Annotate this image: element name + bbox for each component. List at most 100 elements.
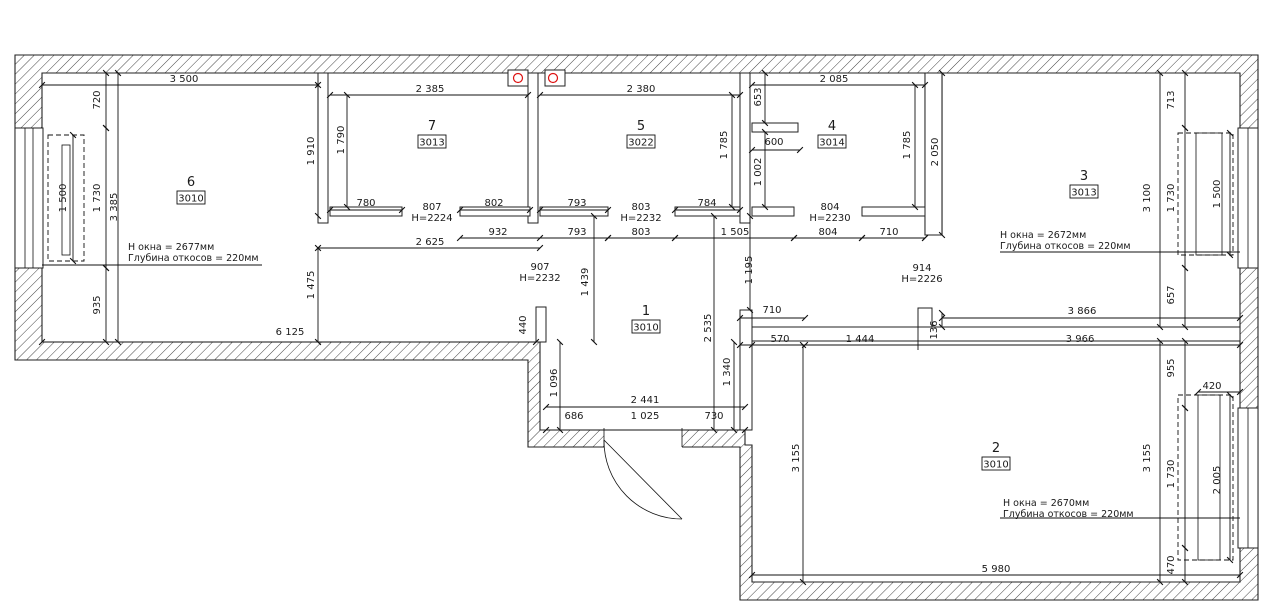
window-sill-3	[1177, 132, 1234, 256]
svg-text:6: 6	[187, 175, 195, 190]
svg-text:H=2232: H=2232	[519, 273, 560, 284]
partition-hall-stub	[535, 306, 547, 343]
dim-label: 1 439	[580, 268, 591, 297]
dim-label: 793	[567, 227, 586, 238]
dim-label: 2 085	[820, 74, 849, 85]
svg-text:H окна = 2670мм: H окна = 2670мм	[1003, 498, 1089, 509]
dim-label: 5 980	[982, 564, 1011, 575]
window-sill-2	[1177, 394, 1234, 561]
dim-label: 2 380	[627, 84, 656, 95]
dim-label: 1 730	[1166, 184, 1177, 213]
svg-text:3010: 3010	[983, 460, 1008, 471]
dim-label: 1 340	[722, 358, 733, 387]
window-note-3: H окна = 2672мм Глубина откосов = 220мм	[1000, 230, 1131, 252]
dim-label: 600	[764, 137, 783, 148]
dim-label: 470	[1166, 555, 1177, 574]
dim-label: 935	[92, 295, 103, 314]
partition-hall-2	[739, 309, 753, 431]
dim-label: 1 475	[306, 271, 317, 300]
dim-label: 1 444	[846, 334, 875, 345]
dim-label: 1 500	[58, 184, 69, 213]
room-label-7: 7 3013	[417, 119, 447, 149]
room-label-2: 2 3010	[981, 441, 1011, 471]
svg-text:H окна = 2672мм: H окна = 2672мм	[1000, 230, 1086, 241]
dim-label: 3 155	[1142, 444, 1153, 473]
dim-label: 793	[567, 198, 586, 209]
door-note-5: 803 H=2232	[620, 202, 661, 224]
dim-label: 713	[1166, 90, 1177, 109]
dim-label: 2 441	[631, 395, 660, 406]
partition-4-shelf	[751, 122, 799, 133]
dim-label: 1 730	[92, 184, 103, 213]
svg-text:H=2224: H=2224	[411, 213, 452, 224]
window-note-6: H окна = 2677мм Глубина откосов = 220мм	[128, 242, 259, 264]
svg-text:3010: 3010	[633, 323, 658, 334]
dim-label: 3 385	[109, 193, 120, 222]
svg-text:1: 1	[642, 304, 650, 319]
dim-label: 3 100	[1142, 184, 1153, 213]
room-label-4: 4 3014	[817, 119, 847, 149]
dim-label: 136	[929, 320, 940, 339]
svg-text:Глубина откосов = 220мм: Глубина откосов = 220мм	[1003, 509, 1134, 520]
dim-label: 1 500	[1212, 180, 1223, 209]
dim-label: 3 500	[170, 74, 199, 85]
dimension-lines	[38, 69, 1244, 586]
svg-text:3014: 3014	[819, 138, 844, 149]
svg-text:Глубина откосов = 220мм: Глубина откосов = 220мм	[128, 253, 259, 264]
dim-label: 440	[518, 315, 529, 334]
dim-label: 955	[1166, 358, 1177, 377]
dim-label: 1 002	[753, 158, 764, 187]
svg-text:914: 914	[912, 263, 931, 274]
dim-label: 1 096	[549, 369, 560, 398]
svg-text:3: 3	[1080, 169, 1088, 184]
dim-label: 3 155	[791, 444, 802, 473]
window-note-2: H окна = 2670мм Глубина откосов = 220мм	[1003, 498, 1134, 520]
svg-text:5: 5	[637, 119, 645, 134]
svg-text:3013: 3013	[1071, 188, 1096, 199]
dim-label: 932	[488, 227, 507, 238]
dim-label: 653	[753, 87, 764, 106]
room-label-6: 6 3010	[176, 175, 206, 205]
dim-label: 780	[356, 198, 375, 209]
partition-4-front-left	[751, 206, 795, 217]
dim-label: 710	[762, 305, 781, 316]
room-label-5: 5 3022	[626, 119, 656, 149]
svg-text:807: 807	[422, 202, 441, 213]
room-label-1: 1 3010	[631, 304, 661, 334]
dim-label: 2 535	[703, 314, 714, 343]
door-note-4: 804 H=2230	[809, 202, 850, 224]
svg-text:2: 2	[992, 441, 1000, 456]
entrance-door-swing	[603, 439, 683, 520]
partition-6-7	[317, 72, 329, 224]
dim-label: 570	[770, 334, 789, 345]
window-sill-6	[47, 134, 85, 262]
dim-label: 803	[631, 227, 650, 238]
dim-label: 804	[818, 227, 837, 238]
svg-text:3013: 3013	[419, 138, 444, 149]
dim-label: 784	[697, 198, 716, 209]
dim-label: 686	[564, 411, 583, 422]
dim-label: 2 385	[416, 84, 445, 95]
svg-text:H=2226: H=2226	[901, 274, 942, 285]
dim-label: 1 025	[631, 411, 660, 422]
room-label-3: 3 3013	[1069, 169, 1099, 199]
dim-label: 3 966	[1066, 334, 1095, 345]
partition-7-5	[527, 72, 539, 224]
dim-label: 802	[484, 198, 503, 209]
dim-label: 657	[1166, 285, 1177, 304]
dim-label: 2 625	[416, 237, 445, 248]
svg-text:907: 907	[530, 262, 549, 273]
riser-icon	[507, 69, 529, 87]
dim-label: 720	[92, 90, 103, 109]
window-opening-left	[14, 127, 44, 269]
dim-label: 3 866	[1068, 306, 1097, 317]
dim-label: 2 005	[1212, 466, 1223, 495]
svg-text:803: 803	[631, 202, 650, 213]
door-note-7: 807 H=2224	[411, 202, 452, 224]
dim-label: 1 195	[744, 256, 755, 285]
dim-label: 730	[704, 411, 723, 422]
dim-label: 1 730	[1166, 460, 1177, 489]
dim-label: 2 050	[930, 138, 941, 167]
svg-text:3022: 3022	[628, 138, 653, 149]
